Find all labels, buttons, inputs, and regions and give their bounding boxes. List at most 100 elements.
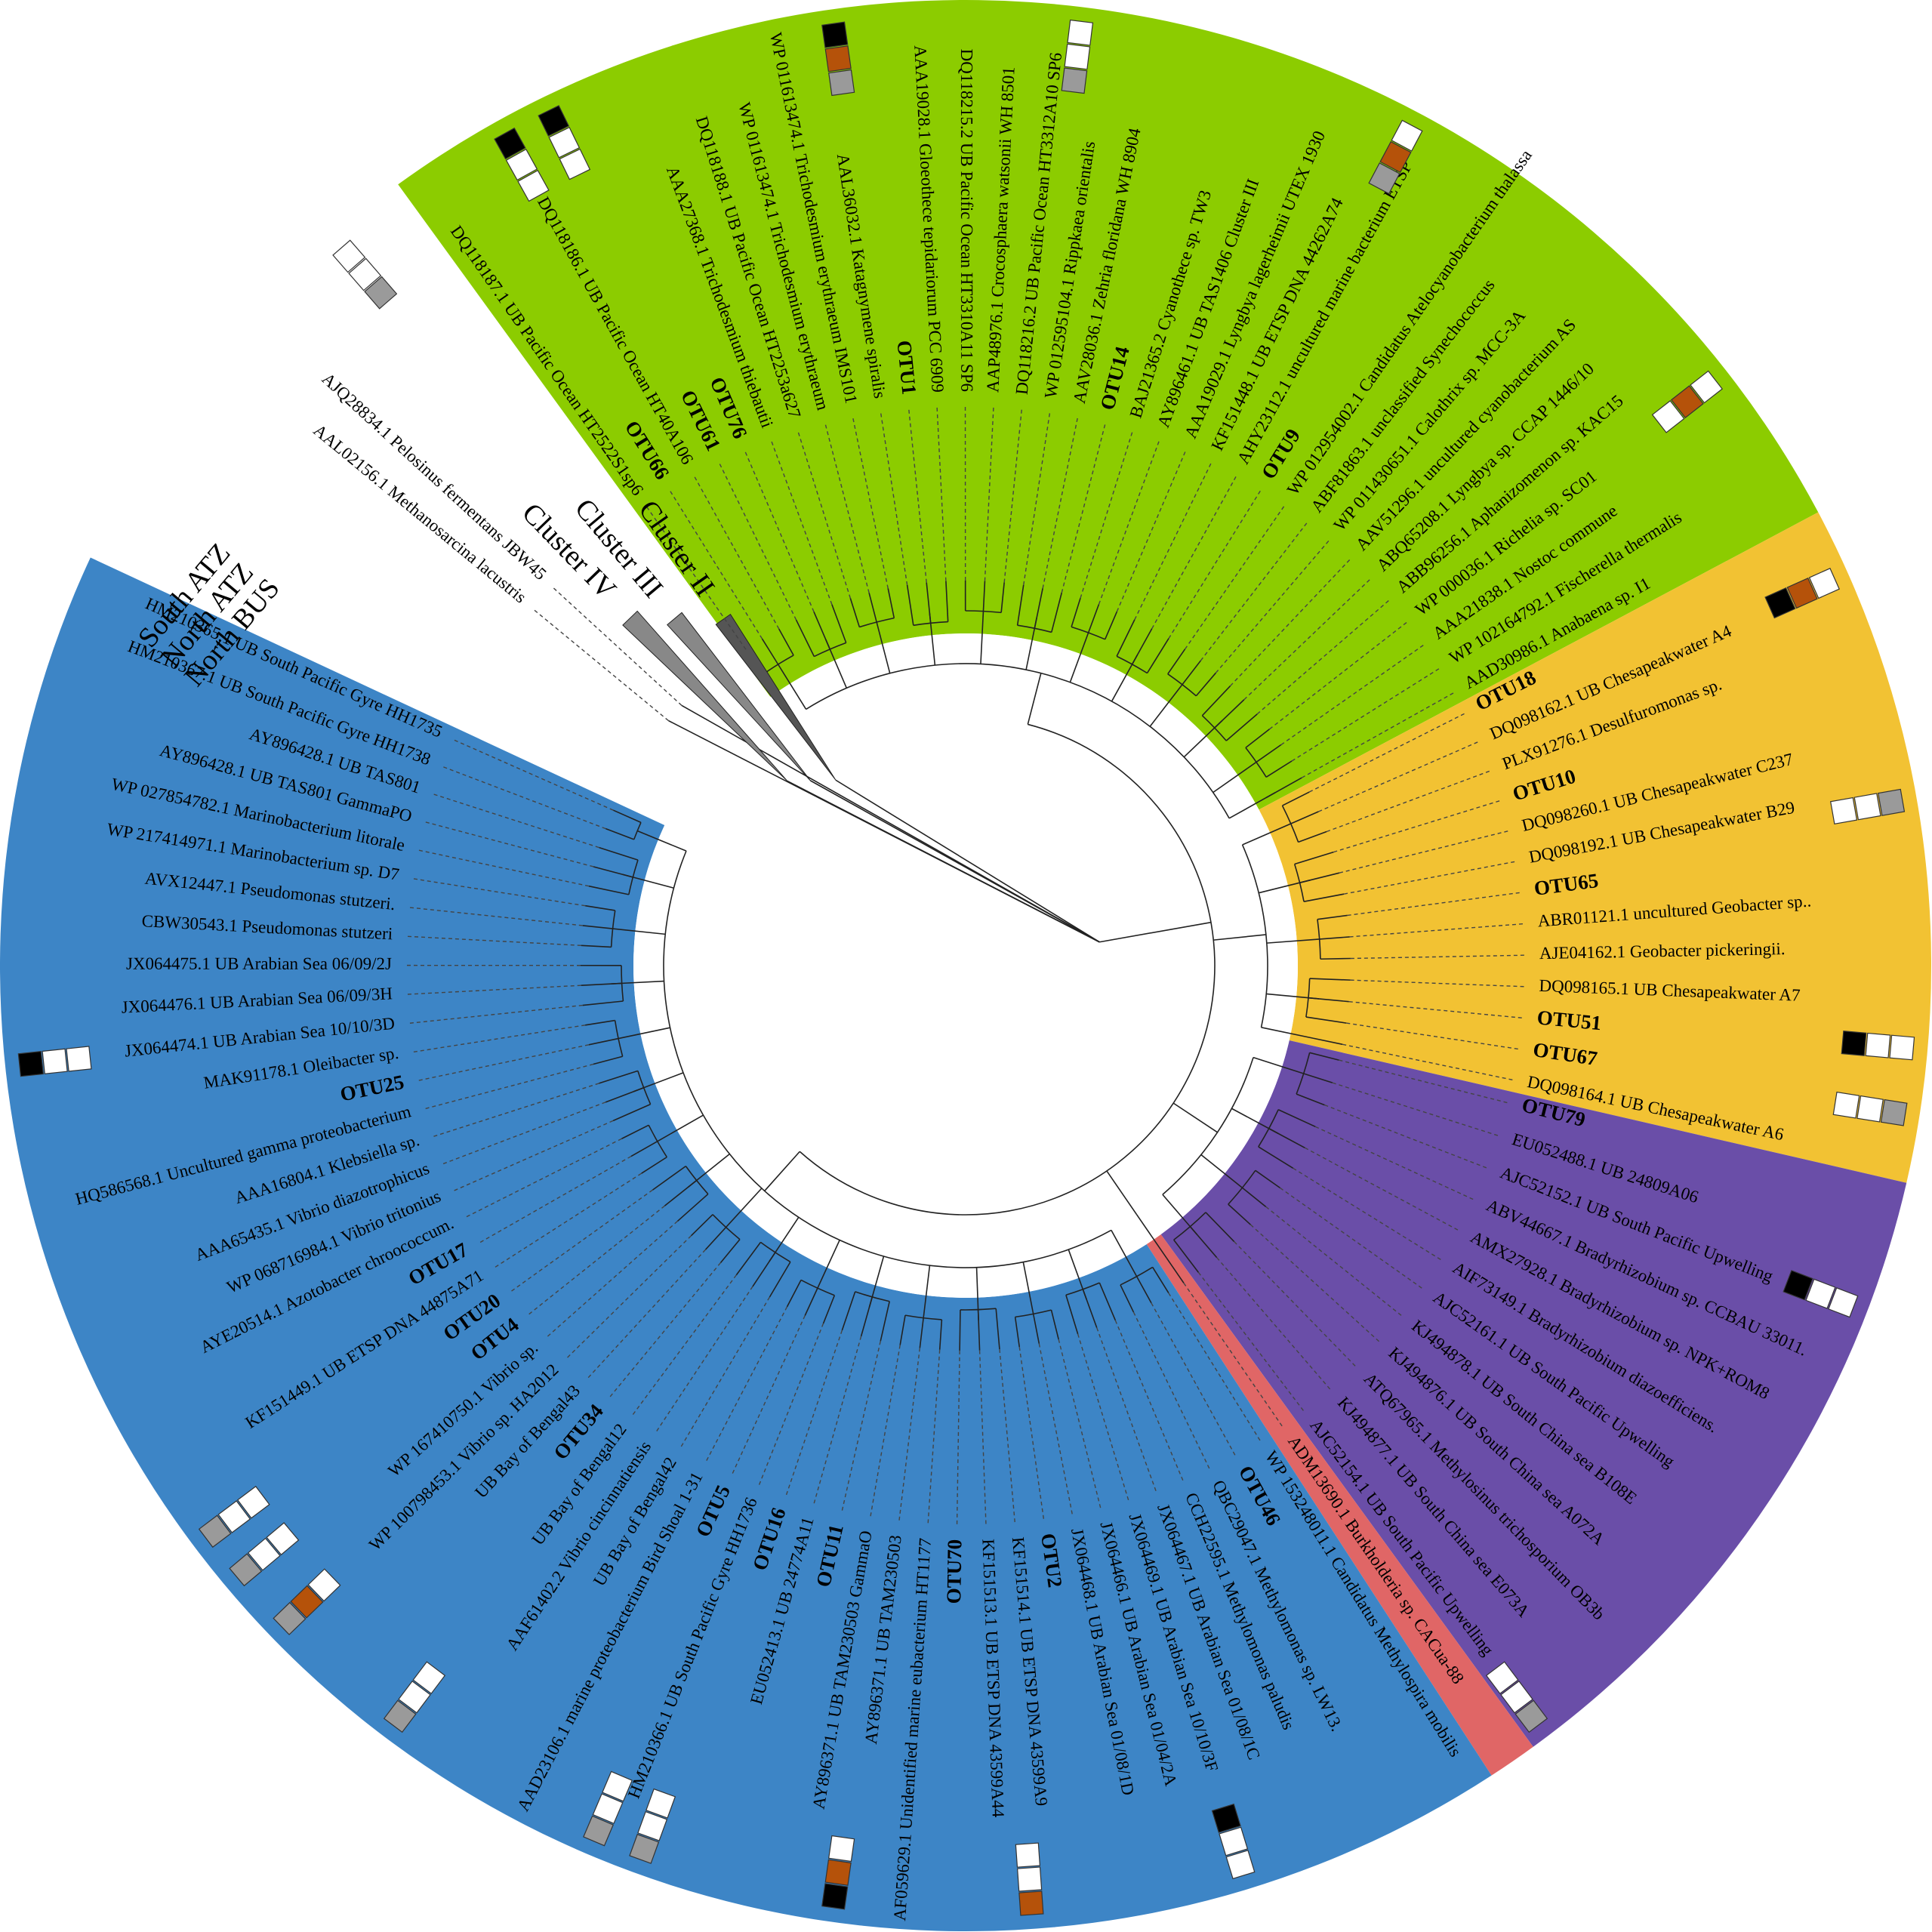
abundance-cell-white [828, 1835, 855, 1863]
leader-line [1339, 830, 1508, 874]
branch [588, 1037, 619, 1046]
leaf-label-ajq28834-1-pelosinus-fermentans-jbw45: AJQ28834.1 Pelosinus fermentans JBW45 [319, 369, 550, 584]
abundance-cell-gray [583, 1815, 614, 1847]
abundance-marker [1368, 119, 1423, 195]
branch [1106, 1170, 1138, 1216]
branch [1172, 1102, 1218, 1133]
group-arc [1162, 1057, 1254, 1195]
abundance-marker [1832, 1091, 1908, 1126]
branch [1245, 729, 1270, 748]
branch [1228, 1203, 1251, 1225]
abundance-cell-gray [1514, 1699, 1548, 1733]
branch [929, 612, 936, 666]
branch [612, 1103, 651, 1122]
abundance-cell-white [1016, 1866, 1043, 1892]
leader-line [898, 1348, 921, 1521]
abundance-cell-brown [1018, 1890, 1044, 1916]
root-branch [809, 780, 1100, 943]
abundance-cell-white [236, 1485, 270, 1519]
branch [735, 1241, 762, 1276]
abundance-cell-white [1805, 1278, 1836, 1309]
branch [1266, 938, 1320, 944]
leader-line [813, 1336, 862, 1504]
branch [599, 846, 639, 861]
branch [1282, 791, 1310, 806]
branch [1032, 1314, 1040, 1344]
branch [1320, 957, 1351, 960]
leader-line [443, 766, 606, 830]
leader-line [1184, 506, 1285, 650]
branch [1149, 684, 1183, 727]
abundance-cell-white [348, 257, 382, 291]
branch [1098, 1282, 1117, 1321]
branch [618, 1027, 670, 1040]
branch [605, 827, 634, 840]
leader-line [1018, 1346, 1045, 1519]
collapsed-cluster-triangle [715, 613, 837, 781]
branch [690, 1214, 713, 1237]
abundance-cell-black [1783, 1270, 1813, 1301]
abundance-marker [821, 21, 855, 97]
clade-arc [610, 910, 616, 948]
branch [612, 928, 666, 935]
leader-line [418, 1044, 590, 1081]
leader-line [409, 907, 583, 926]
branch [641, 1156, 667, 1174]
branch [778, 628, 794, 656]
branch [849, 598, 861, 627]
leader-line [1347, 892, 1520, 917]
leader-line [1293, 1167, 1441, 1260]
sector-deltaproteo [1259, 512, 1931, 1183]
leader-line [1215, 541, 1330, 673]
branch [1309, 978, 1351, 981]
branch [1255, 1169, 1280, 1189]
branch [1303, 1073, 1333, 1083]
leader-line [785, 1330, 843, 1496]
leader-line [1343, 861, 1515, 895]
sector-alphaproteo [1160, 1040, 1907, 1747]
abundance-cell-white [1651, 400, 1685, 433]
branch [980, 611, 984, 664]
clade-arc [1071, 626, 1106, 640]
leader-line [418, 849, 590, 887]
abundance-marker [198, 1485, 270, 1548]
branch [633, 1072, 684, 1092]
branch [804, 1287, 818, 1316]
abundance-cell-white [66, 1046, 92, 1072]
abundance-cell-white [592, 1793, 624, 1825]
root-branch [787, 780, 1100, 943]
leader-line [425, 1063, 594, 1110]
abundance-cell-white [1829, 797, 1858, 824]
branch [1258, 1146, 1294, 1169]
leader-line [956, 1350, 960, 1524]
abundance-cell-gray [383, 1699, 417, 1733]
abundance-marker [229, 1522, 300, 1587]
leader-line [1058, 1339, 1102, 1508]
leader-line [1339, 1059, 1508, 1104]
clade-arc [1317, 919, 1321, 960]
branch [1068, 1249, 1087, 1300]
abundance-cell-gray [629, 1833, 660, 1864]
branch [1213, 761, 1257, 793]
branch [1256, 744, 1282, 763]
leader-line [1023, 413, 1051, 585]
clade-arc [1281, 805, 1299, 843]
leader-line [553, 587, 683, 706]
abundance-cell-white [1857, 1095, 1884, 1123]
branch [1200, 1154, 1243, 1188]
branch [1022, 1262, 1034, 1314]
leader-line [1077, 1333, 1129, 1501]
sector-cyanobacteria [398, 0, 1819, 810]
abundance-cell-black [821, 21, 849, 48]
leader-line [1151, 476, 1237, 629]
branch [725, 1188, 763, 1228]
abundance-marker [1061, 19, 1094, 94]
abundance-cell-white [1832, 1091, 1860, 1119]
clade-arc [904, 1314, 942, 1320]
abundance-marker [538, 105, 591, 180]
branch [1296, 1093, 1325, 1106]
abundance-cell-black [1211, 1803, 1241, 1833]
leader-line [567, 1235, 692, 1358]
group-arc [663, 850, 1112, 1268]
branch [1265, 760, 1293, 778]
